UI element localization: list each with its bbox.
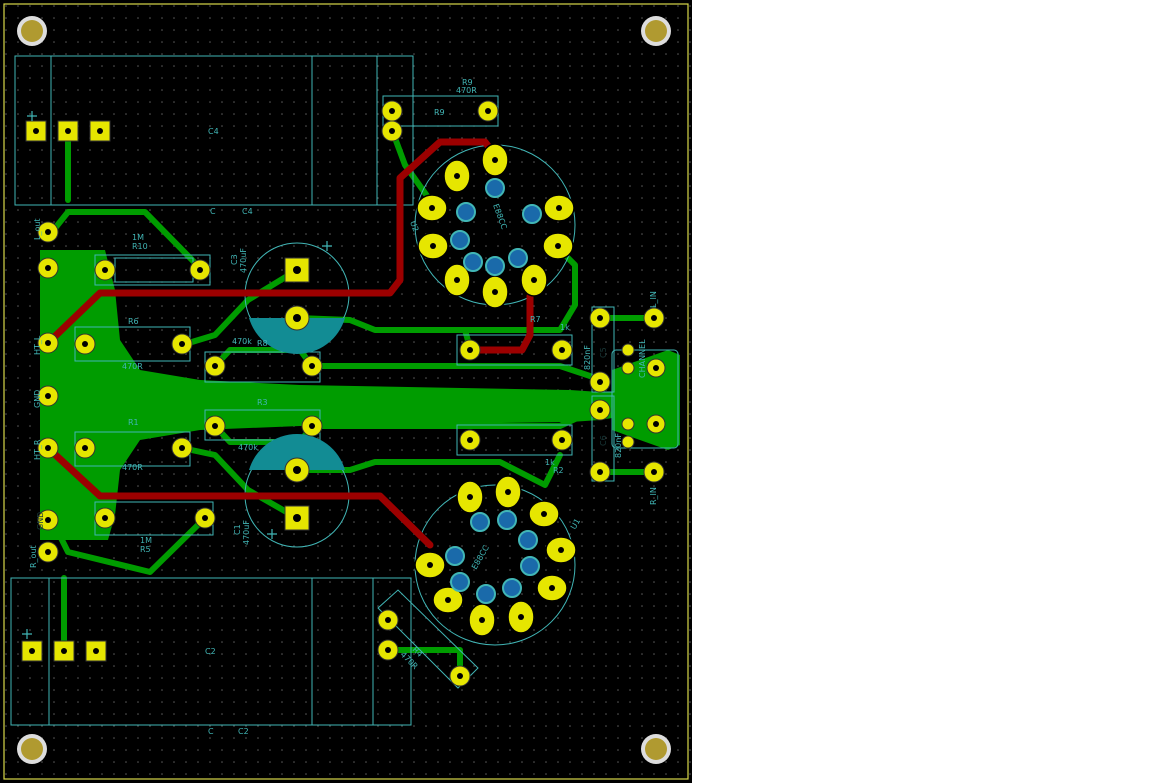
c4-value-label: C (210, 207, 216, 216)
r2-ref-label: R2 (553, 466, 564, 475)
r5-ref-label: R5 (140, 545, 151, 554)
c1-ref-label: C1 (233, 524, 242, 535)
copper-top-layer (44, 138, 534, 549)
r9-body-label: R9 (434, 108, 445, 117)
connector-r-in-label: R_IN (649, 487, 658, 505)
r6-value-label: 470R (122, 362, 143, 371)
c3-ref-label: C3 (230, 254, 239, 265)
r2-value-label: 1k (545, 458, 555, 467)
connector-ht-l-label: HT_L (33, 335, 42, 355)
c4-ref-label: C4 (208, 127, 219, 136)
r3-ref-label: R3 (257, 398, 268, 407)
electrolytic-caps (249, 257, 345, 531)
r8-ref-label: R8 (257, 339, 268, 348)
r3-value-label: 470k (238, 443, 258, 452)
c6-ref-label: C6 (599, 435, 608, 446)
r5-value-label: 1M (140, 536, 152, 545)
tube-u2-pins (416, 143, 575, 309)
polarity-marks (22, 111, 332, 639)
u2-ref-label: U2 (408, 220, 420, 233)
connector-r-out-label: R_out (29, 545, 38, 568)
connector-ht-r-label: HT_R (33, 439, 42, 460)
r6-ref-label: R6 (128, 317, 139, 326)
board-edge (3, 3, 689, 780)
r10-ref-label: R10 (132, 242, 148, 251)
c1-value-label: 470uF (242, 520, 251, 545)
c7-ref-label: CHANNEL (638, 339, 647, 378)
tube-u1-pins (414, 475, 577, 637)
c5-value-label: 820nF (583, 345, 592, 370)
c4-ref-label-2: C4 (242, 207, 253, 216)
r1-ref-label: R1 (128, 418, 139, 427)
mounting-holes (17, 16, 671, 764)
r7-value-label: 1k (560, 323, 570, 332)
pad-drill-holes (29, 108, 659, 679)
r1-value-label: 470R (122, 463, 143, 472)
c2-value-label: C (208, 727, 214, 736)
c6-value-label: 820nF (614, 433, 623, 458)
r9-ref-label: R9 (462, 78, 473, 87)
r9-value-label: 470R (456, 86, 477, 95)
r7-ref-label: R7 (530, 315, 541, 324)
pad-gnd-label: GND (36, 512, 45, 530)
r8-value-label: 470k (232, 337, 252, 346)
connector-gnd-label: GND (33, 390, 42, 408)
r10-value-label: 1M (132, 233, 144, 242)
connector-l-in-label: L_IN (649, 291, 658, 308)
c3-value-label: 470uF (239, 248, 248, 273)
c2-ref-label: C2 (205, 647, 216, 656)
c5-ref-label: C5 (599, 347, 608, 358)
connector-l-out-label: L_out (33, 218, 42, 240)
c2-ref-label-2: C2 (238, 727, 249, 736)
